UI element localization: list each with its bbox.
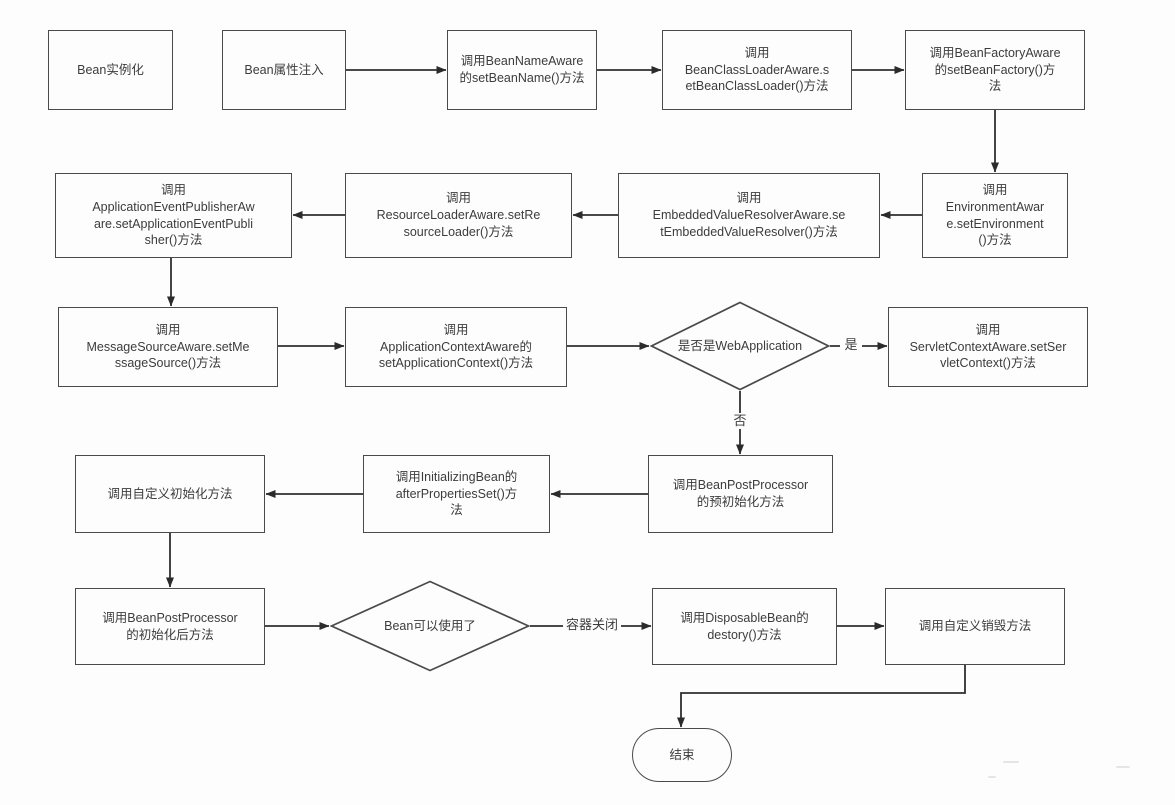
node-set-application-event-publisher: 调用 ApplicationEventPublisherAw are.setAp…: [55, 173, 292, 258]
node-label: 调用 EnvironmentAwar e.setEnvironment ()方法: [945, 182, 1045, 248]
node-label: 调用 BeanClassLoaderAware.s etBeanClassLoa…: [684, 45, 830, 94]
node-label: Bean实例化: [77, 62, 144, 77]
node-end-terminator: 结束: [632, 728, 732, 782]
node-custom-destroy-method: 调用自定义销毁方法: [885, 588, 1065, 665]
node-post-processor-after-init: 调用BeanPostProcessor 的初始化后方法: [75, 588, 265, 665]
edge-label-yes: 是: [840, 337, 862, 354]
node-set-environment: 调用 EnvironmentAwar e.setEnvironment ()方法: [922, 173, 1068, 258]
node-post-processor-before-init: 调用BeanPostProcessor 的预初始化方法: [648, 455, 833, 533]
node-label: 调用BeanPostProcessor 的预初始化方法: [672, 478, 809, 509]
node-set-bean-class-loader: 调用 BeanClassLoaderAware.s etBeanClassLoa…: [662, 30, 852, 110]
node-bean-instantiation: Bean实例化: [48, 30, 173, 110]
node-label: 调用BeanPostProcessor 的初始化后方法: [102, 610, 238, 642]
node-set-embedded-value-resolver: 调用 EmbeddedValueResolverAware.se tEmbedd…: [618, 173, 880, 258]
arrow-customdestroy-to-end: [677, 665, 966, 728]
node-label: 结束: [669, 747, 695, 762]
node-label: Bean可以使用了: [384, 618, 476, 633]
node-set-servlet-context: 调用 ServletContextAware.setSer vletContex…: [888, 307, 1088, 387]
smudge-artifact: [1116, 766, 1130, 768]
diamond-shape: [650, 301, 830, 391]
node-label: 调用BeanNameAware 的setBeanName()方法: [459, 54, 585, 85]
node-label: 调用 ApplicationContextAware的 setApplicati…: [378, 322, 534, 371]
node-label: 调用 ApplicationEventPublisherAw are.setAp…: [92, 182, 255, 248]
node-label: 是否是WebApplication: [677, 338, 803, 353]
node-label: 调用InitializingBean的 afterPropertiesSet()…: [395, 469, 518, 518]
node-set-resource-loader: 调用 ResourceLoaderAware.setRe sourceLoade…: [345, 173, 572, 258]
node-label: 调用DisposableBean的 destory()方法: [680, 610, 809, 642]
node-label: Bean属性注入: [244, 62, 324, 77]
node-label: 调用 ResourceLoaderAware.setRe sourceLoade…: [376, 191, 541, 239]
decision-bean-ready: Bean可以使用了: [330, 580, 530, 672]
node-label: 调用 MessageSourceAware.setMe ssageSource(…: [86, 322, 250, 371]
node-custom-init-method: 调用自定义初始化方法: [75, 455, 265, 533]
node-set-message-source: 调用 MessageSourceAware.setMe ssageSource(…: [58, 307, 278, 387]
edge-label-container-closed: 容器关闭: [563, 617, 621, 634]
smudge-artifact: [1003, 761, 1019, 763]
node-set-bean-factory: 调用BeanFactoryAware 的setBeanFactory()方 法: [905, 30, 1085, 110]
node-after-properties-set: 调用InitializingBean的 afterPropertiesSet()…: [363, 455, 550, 533]
node-set-application-context: 调用 ApplicationContextAware的 setApplicati…: [345, 307, 567, 387]
node-label: 调用自定义初始化方法: [107, 486, 233, 501]
node-disposable-bean-destroy: 调用DisposableBean的 destory()方法: [652, 588, 837, 665]
diamond-shape: [330, 580, 530, 672]
node-bean-property-injection: Bean属性注入: [222, 30, 346, 110]
node-label: 调用BeanFactoryAware 的setBeanFactory()方 法: [929, 45, 1061, 94]
node-label: 调用 EmbeddedValueResolverAware.se tEmbedd…: [652, 191, 846, 239]
edge-label-no: 否: [729, 413, 751, 430]
decision-is-web-application: 是否是WebApplication: [650, 301, 830, 391]
node-set-bean-name: 调用BeanNameAware 的setBeanName()方法: [447, 30, 597, 110]
smudge-artifact: [988, 776, 996, 778]
node-label: 调用自定义销毁方法: [918, 619, 1032, 634]
node-label: 调用 ServletContextAware.setSer vletContex…: [909, 322, 1067, 371]
